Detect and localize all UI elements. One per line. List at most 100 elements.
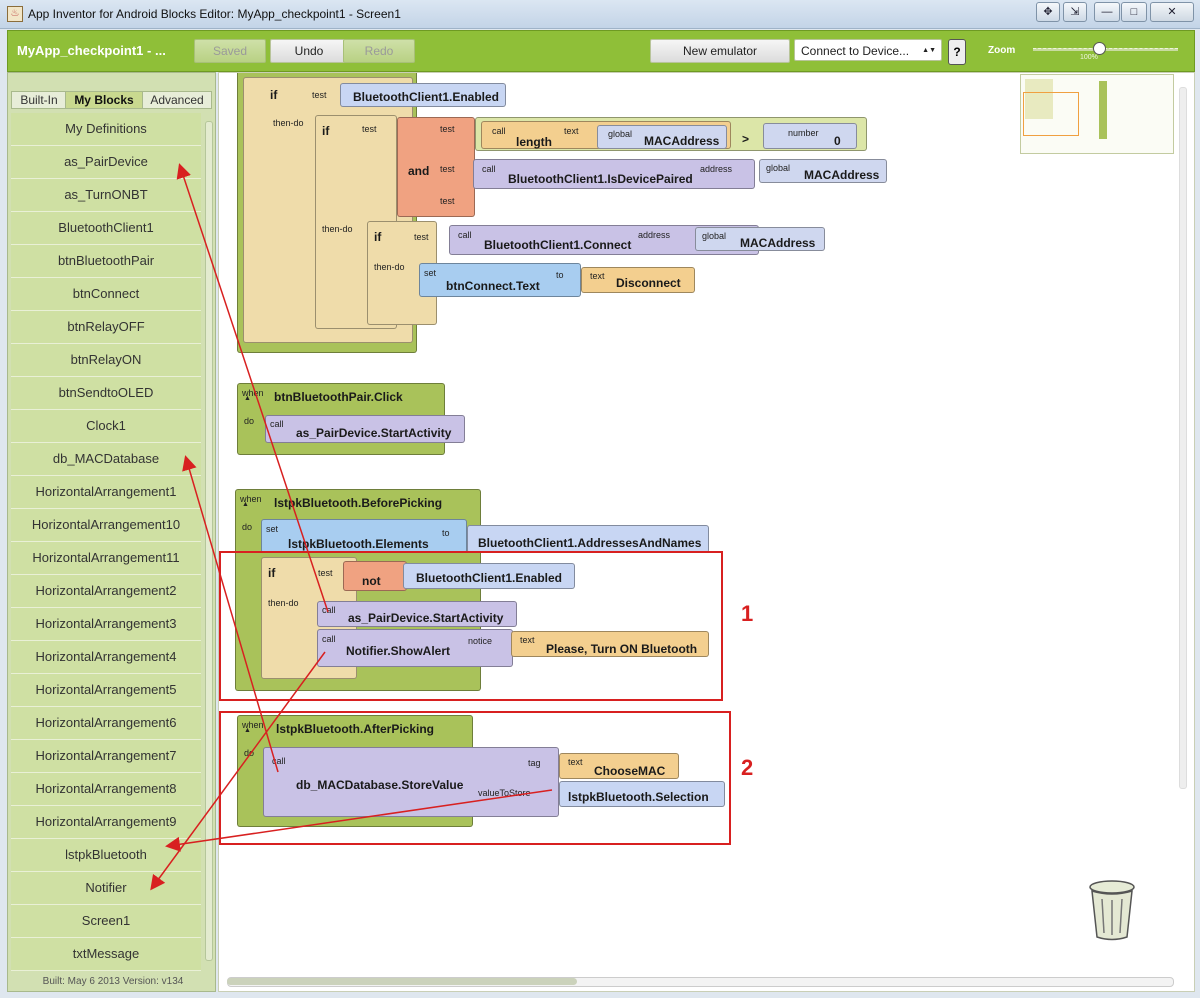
minimap-blocks-right <box>1099 81 1107 139</box>
drawer-item-btnrelayoff[interactable]: btnRelayOFF <box>11 311 201 344</box>
tab-advanced[interactable]: Advanced <box>142 91 212 109</box>
text-turn-on-block[interactable]: text Please, Turn ON Bluetooth <box>511 631 709 657</box>
to-label-1: to <box>556 270 564 280</box>
is-device-paired-block[interactable]: call BluetoothClient1.IsDevicePaired add… <box>473 159 755 189</box>
minimap-viewport[interactable] <box>1023 92 1079 136</box>
close-icon[interactable]: ✕ <box>1150 2 1194 22</box>
drawer-item-btnconnect[interactable]: btnConnect <box>11 278 201 311</box>
drawer-item-horizontalarrangement1[interactable]: HorizontalArrangement1 <box>11 476 201 509</box>
mac-address-label-2: MACAddress <box>804 168 880 182</box>
selection-label: lstpkBluetooth.Selection <box>568 790 709 804</box>
global-mac-block-3[interactable]: global MACAddress <box>695 227 825 251</box>
then-do-label-4: then-do <box>268 598 299 608</box>
drawer-item-btnbluetoothpair[interactable]: btnBluetoothPair <box>11 245 201 278</box>
drawer-item-txtmessage[interactable]: txtMessage <box>11 938 201 971</box>
drawer-item-notifier[interactable]: Notifier <box>11 872 201 905</box>
global-mac-block-1[interactable]: global MACAddress <box>597 125 727 149</box>
annotation-label-2: 2 <box>741 755 754 780</box>
pair-start-activity-block-2[interactable]: call as_PairDevice.StartActivity <box>317 601 517 627</box>
connect-device-select[interactable]: Connect to Device... ▲▼ <box>794 39 942 61</box>
blocks-workspace[interactable]: if test then-do BluetoothClient1.Enabled… <box>218 72 1195 992</box>
drawer-item-horizontalarrangement2[interactable]: HorizontalArrangement2 <box>11 575 201 608</box>
drawer-item-btnsendtooled[interactable]: btnSendtoOLED <box>11 377 201 410</box>
then-do-label-2: then-do <box>322 224 353 234</box>
call-label-pair-1: call <box>270 419 284 429</box>
select-arrows-icon: ▲▼ <box>922 47 936 54</box>
call-label-store: call <box>272 756 286 766</box>
turn-on-msg-label: Please, Turn ON Bluetooth <box>546 642 698 656</box>
length-label: length <box>516 135 552 149</box>
test-label-2: test <box>362 124 377 134</box>
store-value-block[interactable]: call db_MACDatabase.StoreValue tag value… <box>263 747 559 817</box>
drawer-item-btnrelayon[interactable]: btnRelayON <box>11 344 201 377</box>
pair-start-activity-block-1[interactable]: call as_PairDevice.StartActivity <box>265 415 465 443</box>
drawer-item-horizontalarrangement7[interactable]: HorizontalArrangement7 <box>11 740 201 773</box>
minimize-icon[interactable]: — <box>1094 2 1120 22</box>
undo-button[interactable]: Undo <box>270 39 348 63</box>
when-label-2: when <box>240 494 262 504</box>
global-label-3: global <box>702 231 727 241</box>
drawer-item-clock1[interactable]: Clock1 <box>11 410 201 443</box>
if-keyword-2: if <box>322 124 330 138</box>
help-icon[interactable]: ? <box>948 39 966 65</box>
saved-button[interactable]: Saved <box>194 39 266 63</box>
text-choose-mac-block[interactable]: text ChooseMAC <box>559 753 679 779</box>
text-disconnect-block[interactable]: text Disconnect <box>581 267 695 293</box>
addresses-block[interactable]: BluetoothClient1.AddressesAndNames <box>467 525 709 553</box>
number-label: number <box>788 128 819 138</box>
workspace-minimap[interactable] <box>1020 74 1174 154</box>
disconnect-label: Disconnect <box>616 276 681 290</box>
window-title-bar[interactable]: ♨ App Inventor for Android Blocks Editor… <box>0 0 1200 29</box>
collapse-arrow-icon-3[interactable]: ▲ <box>244 727 251 734</box>
show-alert-block[interactable]: call Notifier.ShowAlert notice <box>317 629 513 667</box>
trash-can-icon[interactable] <box>1087 879 1137 941</box>
drawer-item-horizontalarrangement5[interactable]: HorizontalArrangement5 <box>11 674 201 707</box>
horizontal-scroll-thumb[interactable] <box>227 978 577 985</box>
tab-my-blocks[interactable]: My Blocks <box>65 91 143 109</box>
tab-built-in[interactable]: Built-In <box>11 91 67 109</box>
bt-enabled-block-2[interactable]: BluetoothClient1.Enabled <box>403 563 575 589</box>
before-picking-label: lstpkBluetooth.BeforePicking <box>274 496 443 510</box>
arrow-to-notifier <box>150 651 326 891</box>
redo-button[interactable]: Redo <box>343 39 415 63</box>
drawer-item-horizontalarrangement6[interactable]: HorizontalArrangement6 <box>11 707 201 740</box>
drawer-item-as-pairdevice[interactable]: as_PairDevice <box>11 146 201 179</box>
drawer-item-bluetoothclient1[interactable]: BluetoothClient1 <box>11 212 201 245</box>
zoom-slider-handle[interactable] <box>1093 42 1107 55</box>
workspace-vertical-scrollbar[interactable] <box>1179 87 1187 789</box>
test-label-3: test <box>414 232 429 242</box>
and-block[interactable]: test and test test <box>397 117 475 217</box>
java-cup-icon: ♨ <box>7 6 23 22</box>
collapse-arrow-icon-1[interactable]: ▲ <box>244 395 251 402</box>
pair-start-label-2: as_PairDevice.StartActivity <box>348 611 504 625</box>
drawer-item-db-macdatabase[interactable]: db_MACDatabase <box>11 443 201 476</box>
drawer-item-horizontalarrangement9[interactable]: HorizontalArrangement9 <box>11 806 201 839</box>
maximize-icon[interactable]: □ <box>1121 2 1147 22</box>
drawer-item-as-turnonbt[interactable]: as_TurnONBT <box>11 179 201 212</box>
and-test-3: test <box>440 196 455 206</box>
number-block[interactable]: number 0 <box>763 123 857 149</box>
bt-enabled-block[interactable]: BluetoothClient1.Enabled <box>340 83 506 107</box>
addresses-label: BluetoothClient1.AddressesAndNames <box>478 536 702 550</box>
set-label-1: set <box>424 268 437 278</box>
restore-icon[interactable]: ⇲ <box>1063 2 1087 22</box>
selection-block[interactable]: lstpkBluetooth.Selection <box>559 781 725 807</box>
sidebar-scrollbar[interactable] <box>205 121 213 961</box>
set-elements-block[interactable]: set lstpkBluetooth.Elements to <box>261 519 467 553</box>
new-emulator-button[interactable]: New emulator <box>650 39 790 63</box>
to-label-2: to <box>442 528 450 538</box>
drawer-item-horizontalarrangement8[interactable]: HorizontalArrangement8 <box>11 773 201 806</box>
drawer-item-screen1[interactable]: Screen1 <box>11 905 201 938</box>
mac-address-label-3: MACAddress <box>740 236 816 250</box>
drawer-item-horizontalarrangement4[interactable]: HorizontalArrangement4 <box>11 641 201 674</box>
test-label-4: test <box>318 568 333 578</box>
move-icon[interactable]: ✥ <box>1036 2 1060 22</box>
drawer-item-my-definitions[interactable]: My Definitions <box>11 113 201 146</box>
drawer-item-horizontalarrangement10[interactable]: HorizontalArrangement10 <box>11 509 201 542</box>
set-btnconnect-text-block[interactable]: set btnConnect.Text to <box>419 263 581 297</box>
collapse-arrow-icon-2[interactable]: ▲ <box>242 501 249 508</box>
notice-label: notice <box>468 636 493 646</box>
global-mac-block-2[interactable]: global MACAddress <box>759 159 887 183</box>
drawer-item-horizontalarrangement11[interactable]: HorizontalArrangement11 <box>11 542 201 575</box>
drawer-item-horizontalarrangement3[interactable]: HorizontalArrangement3 <box>11 608 201 641</box>
